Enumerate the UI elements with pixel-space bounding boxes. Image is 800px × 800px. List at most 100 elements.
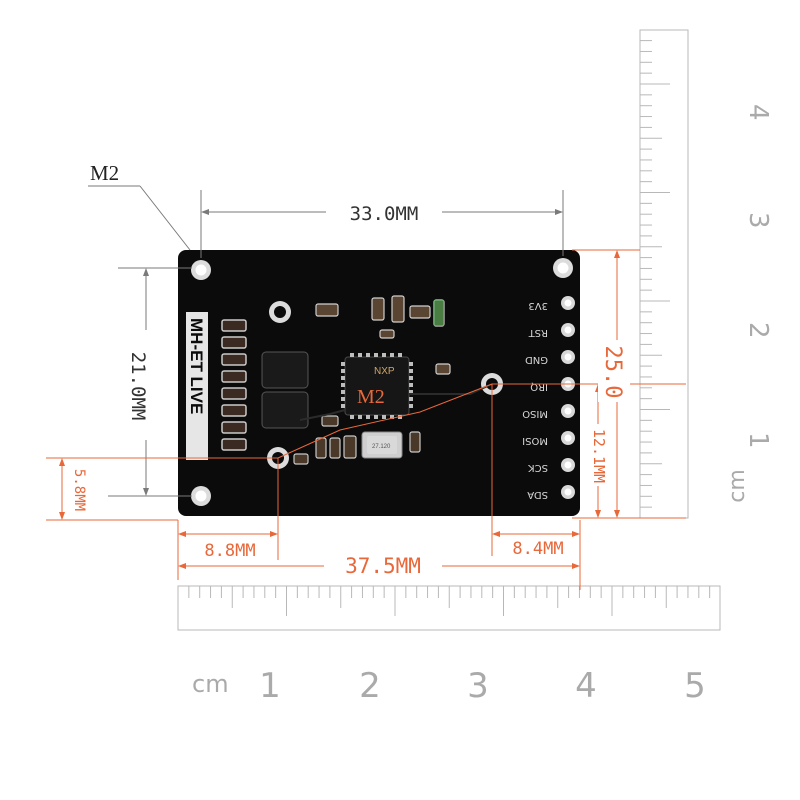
chip-pin [358, 415, 362, 419]
resistor [221, 421, 247, 434]
smd-component [321, 415, 339, 427]
pin-label-mosi: MOSI [522, 435, 548, 446]
header-pin-hole [564, 299, 572, 307]
brand-label: MH-ET LIVE [187, 318, 206, 414]
pin-label-rst: RST [528, 327, 548, 338]
chip-pin [409, 369, 413, 373]
crystal-oscillator: 27.120 [361, 431, 403, 459]
rfid-board: MH-ET LIVE NXP M2 27.120 3V3 RST GND [178, 250, 580, 516]
horizontal-ruler-number-1: 1 [259, 666, 281, 706]
vertical-ruler: 1 2 3 4 cm [639, 29, 773, 519]
chip-pin [409, 404, 413, 408]
bottom-right-label: 8.4MM [512, 539, 563, 559]
chip-pin [390, 353, 394, 357]
resistor [221, 387, 247, 400]
chip-pin [341, 376, 345, 380]
mounting-hole-bottom-left [191, 486, 211, 506]
smd-component [329, 437, 341, 459]
pin-label-3v3: 3V3 [528, 300, 548, 311]
vertical-ruler-number-3: 3 [743, 212, 773, 229]
resistor [221, 370, 247, 383]
brand-label-plate [186, 312, 208, 460]
nfc-chip: NXP M2 [341, 353, 413, 419]
chip-pin [350, 415, 354, 419]
chip-pin [341, 390, 345, 394]
pin-label-sda: SDA [527, 489, 548, 500]
right-offset-label: 12.1MM [590, 429, 608, 483]
chip-pin [382, 353, 386, 357]
smd-component [391, 295, 405, 323]
pin-labels: 3V3 RST GND IRQ MISO MOSI SCK SDA [522, 300, 548, 500]
header-pin-hole [564, 407, 572, 415]
bottom-total-label: 37.5MM [345, 554, 421, 578]
horizontal-ruler-number-2: 2 [359, 666, 381, 706]
hole-callout-leader-diagonal [139, 185, 191, 251]
vertical-ruler-number-2: 2 [743, 322, 773, 339]
chip-pin [341, 397, 345, 401]
pin-label-gnd: GND [525, 354, 548, 365]
vertical-ruler-unit: cm [725, 469, 750, 503]
resistor [221, 336, 247, 349]
chip-pin [374, 415, 378, 419]
header-pin-hole [564, 461, 572, 469]
mounting-hole-top-left [191, 260, 211, 280]
smd-component [409, 431, 421, 453]
grey-arrowheads [143, 209, 563, 496]
lower-components [293, 415, 421, 465]
vertical-ruler-number-1: 1 [743, 432, 773, 449]
pin-label-sck: SCK [528, 462, 548, 473]
resistor [221, 404, 247, 417]
grey-dimensions [88, 185, 564, 497]
chip-pin [409, 362, 413, 366]
inductor-bottom [261, 391, 309, 429]
hole-callout-label: M2 [90, 161, 119, 185]
smd-component [343, 435, 357, 459]
chip-pin [390, 415, 394, 419]
smd-component [435, 363, 451, 375]
height-left-label: 21.0MM [127, 352, 149, 421]
resistor [221, 319, 247, 332]
horizontal-ruler: cm 1 2 3 4 5 [177, 585, 721, 706]
resistor-array [221, 319, 247, 451]
vertical-ruler-ticks [640, 40, 670, 519]
chip-pin [398, 353, 402, 357]
resistor [221, 438, 247, 451]
mounting-hole-inner-top [269, 301, 291, 323]
header-pins [561, 296, 575, 499]
chip-pin [341, 362, 345, 366]
pin-label-miso: MISO [522, 408, 548, 419]
height-right-label: 25.0 [600, 346, 625, 399]
inductor-top [261, 351, 309, 389]
smd-component [293, 453, 309, 465]
led-component [434, 300, 444, 326]
header-pin-hole [564, 326, 572, 334]
horizontal-ruler-unit: cm [192, 670, 229, 698]
vertical-ruler-number-4: 4 [743, 104, 773, 121]
hole-link-line [277, 383, 493, 459]
horizontal-ruler-ticks [177, 586, 711, 616]
chip-pin [409, 383, 413, 387]
chip-pin [341, 369, 345, 373]
header-pin-hole [564, 488, 572, 496]
horizontal-ruler-number-5: 5 [684, 666, 706, 706]
chip-brand: NXP [374, 366, 395, 377]
crystal-mark: 27.120 [372, 444, 391, 450]
smd-component [379, 329, 395, 339]
mounting-hole-top-right [553, 258, 573, 278]
top-components [315, 295, 451, 375]
chip-pin [409, 376, 413, 380]
horizontal-ruler-number-4: 4 [575, 666, 597, 706]
chip-pin [374, 353, 378, 357]
chip-pin [366, 415, 370, 419]
pin-label-irq: IRQ [530, 381, 548, 392]
smd-component [371, 297, 385, 321]
smd-component [315, 303, 339, 317]
chip-pin [366, 353, 370, 357]
header-pin-hole [564, 434, 572, 442]
chip-pin [409, 397, 413, 401]
horizontal-ruler-number-3: 3 [467, 666, 489, 706]
chip-pin [350, 353, 354, 357]
bottom-left-label: 8.8MM [204, 541, 255, 561]
resistor [221, 353, 247, 366]
